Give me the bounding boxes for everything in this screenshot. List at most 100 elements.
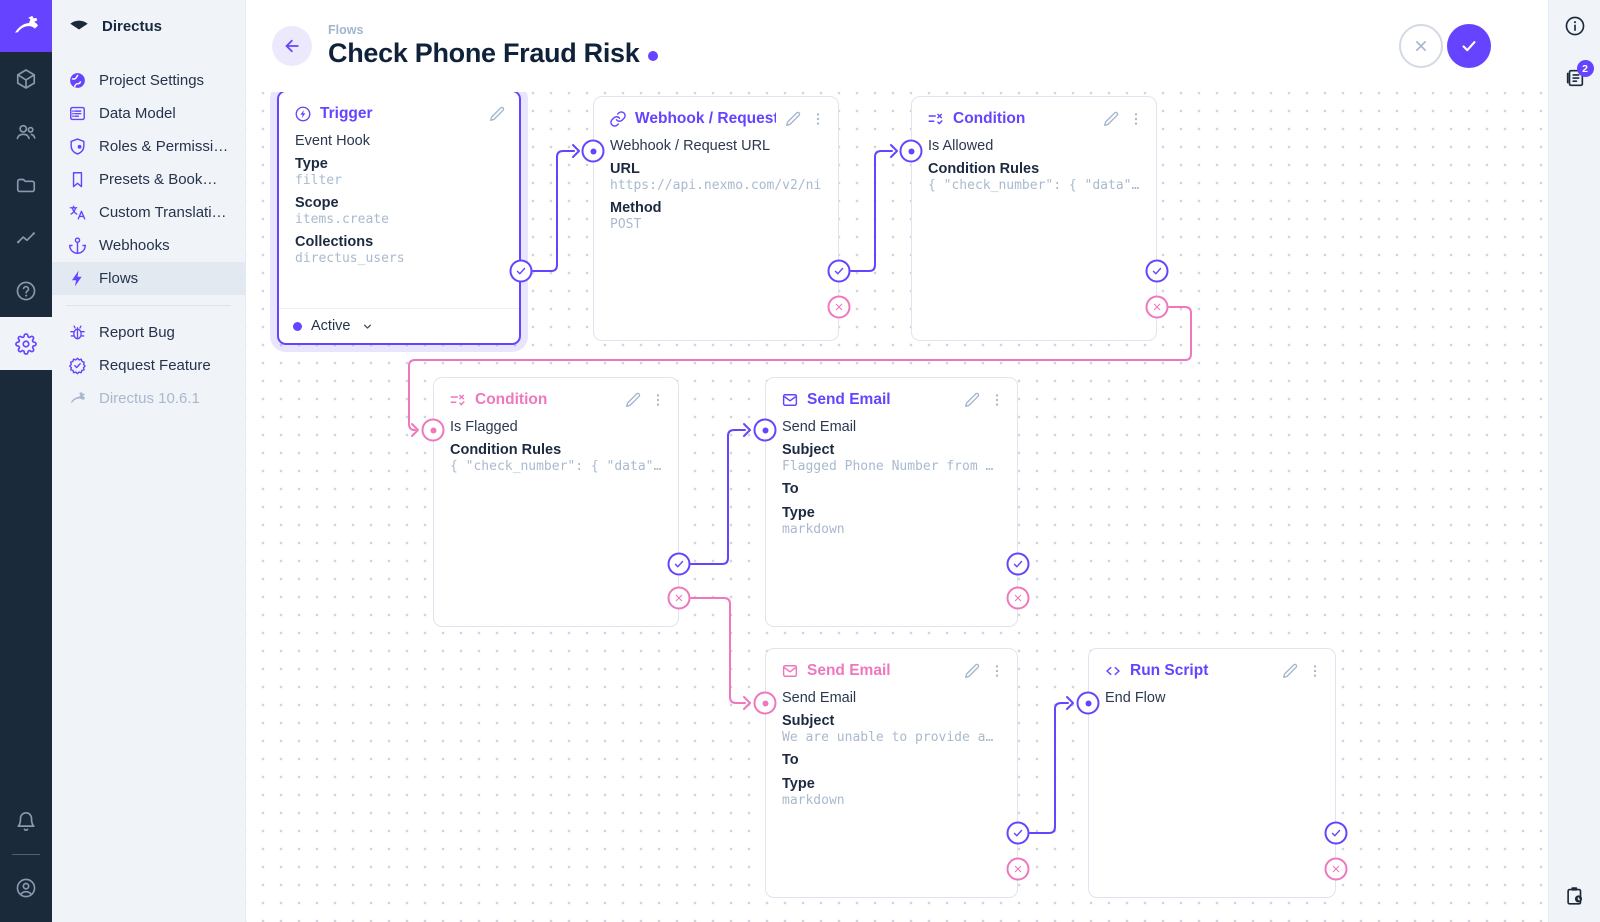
edit-icon[interactable] [784,110,802,128]
project-header[interactable]: Directus [52,0,245,52]
field-text: Event Hook [295,133,370,149]
reject-port[interactable] [667,586,691,610]
edit-icon[interactable] [963,662,981,680]
nav-item-data-model[interactable]: Data Model [52,97,245,130]
back-button[interactable] [272,26,312,66]
reject-port[interactable] [1324,857,1348,881]
flow-canvas[interactable]: Flows Check Phone Fraud Risk Trigger Eve… [246,0,1548,922]
nav-item-label: Presets & Bookmar... [99,171,229,188]
port-dot [762,700,768,706]
anchor-icon [68,236,87,255]
info-button[interactable] [1549,0,1600,52]
notifications-button[interactable] [0,795,52,848]
module-content[interactable] [0,52,52,105]
revisions-button[interactable] [1549,870,1600,922]
discard-changes-button[interactable] [1399,24,1443,68]
resolve-port[interactable] [1006,821,1030,845]
nav-item-flows[interactable]: Flows [52,262,245,295]
input-port[interactable] [581,139,605,163]
notices-button[interactable]: 2 [1549,52,1600,104]
more-options-icon[interactable] [989,392,1005,408]
nav-item-label: Roles & Permissions [99,138,229,155]
panel-run-script[interactable]: Run Script End Flow [1088,648,1336,898]
module-user-directory[interactable] [0,105,52,158]
resolve-port[interactable] [1006,552,1030,576]
trigger-icon [294,105,312,123]
field-value: { "check_number": { "data"… [928,178,1140,193]
resolve-port[interactable] [1145,259,1169,283]
nav-item-report-bug[interactable]: Report Bug [52,316,245,349]
port-dot [762,427,768,433]
edit-icon[interactable] [963,391,981,409]
edit-icon[interactable] [1102,110,1120,128]
field-label: Type [782,505,815,521]
more-options-icon[interactable] [989,663,1005,679]
panel-webhook[interactable]: Webhook / Request URL Webhook / Request … [593,96,839,341]
module-documentation[interactable] [0,264,52,317]
panel-condition-is-flagged[interactable]: Condition Is Flagged Condition Rules { "… [433,377,679,627]
field-text: Is Allowed [928,138,994,154]
reject-port[interactable] [827,295,851,319]
header-actions [1399,24,1491,68]
account-button[interactable] [0,861,52,914]
panel-send-email-flagged[interactable]: Send Email Send Email Subject Flagged Ph… [765,377,1018,627]
nav-item-roles-permissions[interactable]: Roles & Permissions [52,130,245,163]
nav-divider [66,305,231,306]
panel-trigger[interactable]: Trigger Event Hook Type filter Scope ite… [277,90,521,345]
resolve-port[interactable] [509,259,533,283]
input-port[interactable] [753,691,777,715]
x-icon [833,301,846,314]
panel-title: Webhook / Request URL [635,110,776,127]
box-icon [15,68,37,90]
more-options-icon[interactable] [1128,111,1144,127]
input-port[interactable] [753,418,777,442]
input-port[interactable] [899,139,923,163]
edit-icon[interactable] [488,105,506,123]
panel-header: Trigger [279,92,519,131]
help-icon [15,280,37,302]
nav-item-custom-translations[interactable]: Custom Translations [52,196,245,229]
nav-item-request-feature[interactable]: Request Feature [52,349,245,382]
field-label: To [782,481,799,497]
directus-logo-tile[interactable] [0,0,52,52]
reject-port[interactable] [1145,295,1169,319]
nav-item-presets-bookmarks[interactable]: Presets & Bookmar... [52,163,245,196]
resolve-port[interactable] [667,552,691,576]
check-icon [673,558,686,571]
input-port[interactable] [1076,691,1100,715]
panel-condition-is-allowed[interactable]: Condition Is Allowed Condition Rules { "… [911,96,1157,341]
module-settings[interactable] [0,317,52,370]
module-insights[interactable] [0,211,52,264]
reject-port[interactable] [1006,586,1030,610]
edit-icon[interactable] [1281,662,1299,680]
panel-send-email-unable[interactable]: Send Email Send Email Subject We are una… [765,648,1018,898]
bell-icon [15,811,37,833]
code-icon [1104,662,1122,680]
edit-icon[interactable] [624,391,642,409]
module-bar [0,0,52,922]
input-port[interactable] [421,418,445,442]
field-label: Method [610,200,662,216]
bug-icon [68,323,87,342]
project-logo-icon [68,15,90,37]
mail-icon [781,391,799,409]
flow-status-dropdown[interactable]: Active [279,308,519,343]
save-button[interactable] [1447,24,1491,68]
more-options-icon[interactable] [650,392,666,408]
nav-group-primary: Project Settings Data Model Roles & Perm… [52,52,245,415]
nav-item-label: Report Bug [99,324,175,341]
translate-icon [68,203,87,222]
resolve-port[interactable] [1324,821,1348,845]
chevron-down-icon [360,319,375,334]
nav-item-project-settings[interactable]: Project Settings [52,64,245,97]
nav-item-webhooks[interactable]: Webhooks [52,229,245,262]
more-options-icon[interactable] [1307,663,1323,679]
port-dot [430,427,436,433]
check-icon [515,265,528,278]
reject-port[interactable] [1006,857,1030,881]
resolve-port[interactable] [827,259,851,283]
more-options-icon[interactable] [810,111,826,127]
title-block: Flows Check Phone Fraud Risk [328,23,659,69]
module-file-library[interactable] [0,158,52,211]
